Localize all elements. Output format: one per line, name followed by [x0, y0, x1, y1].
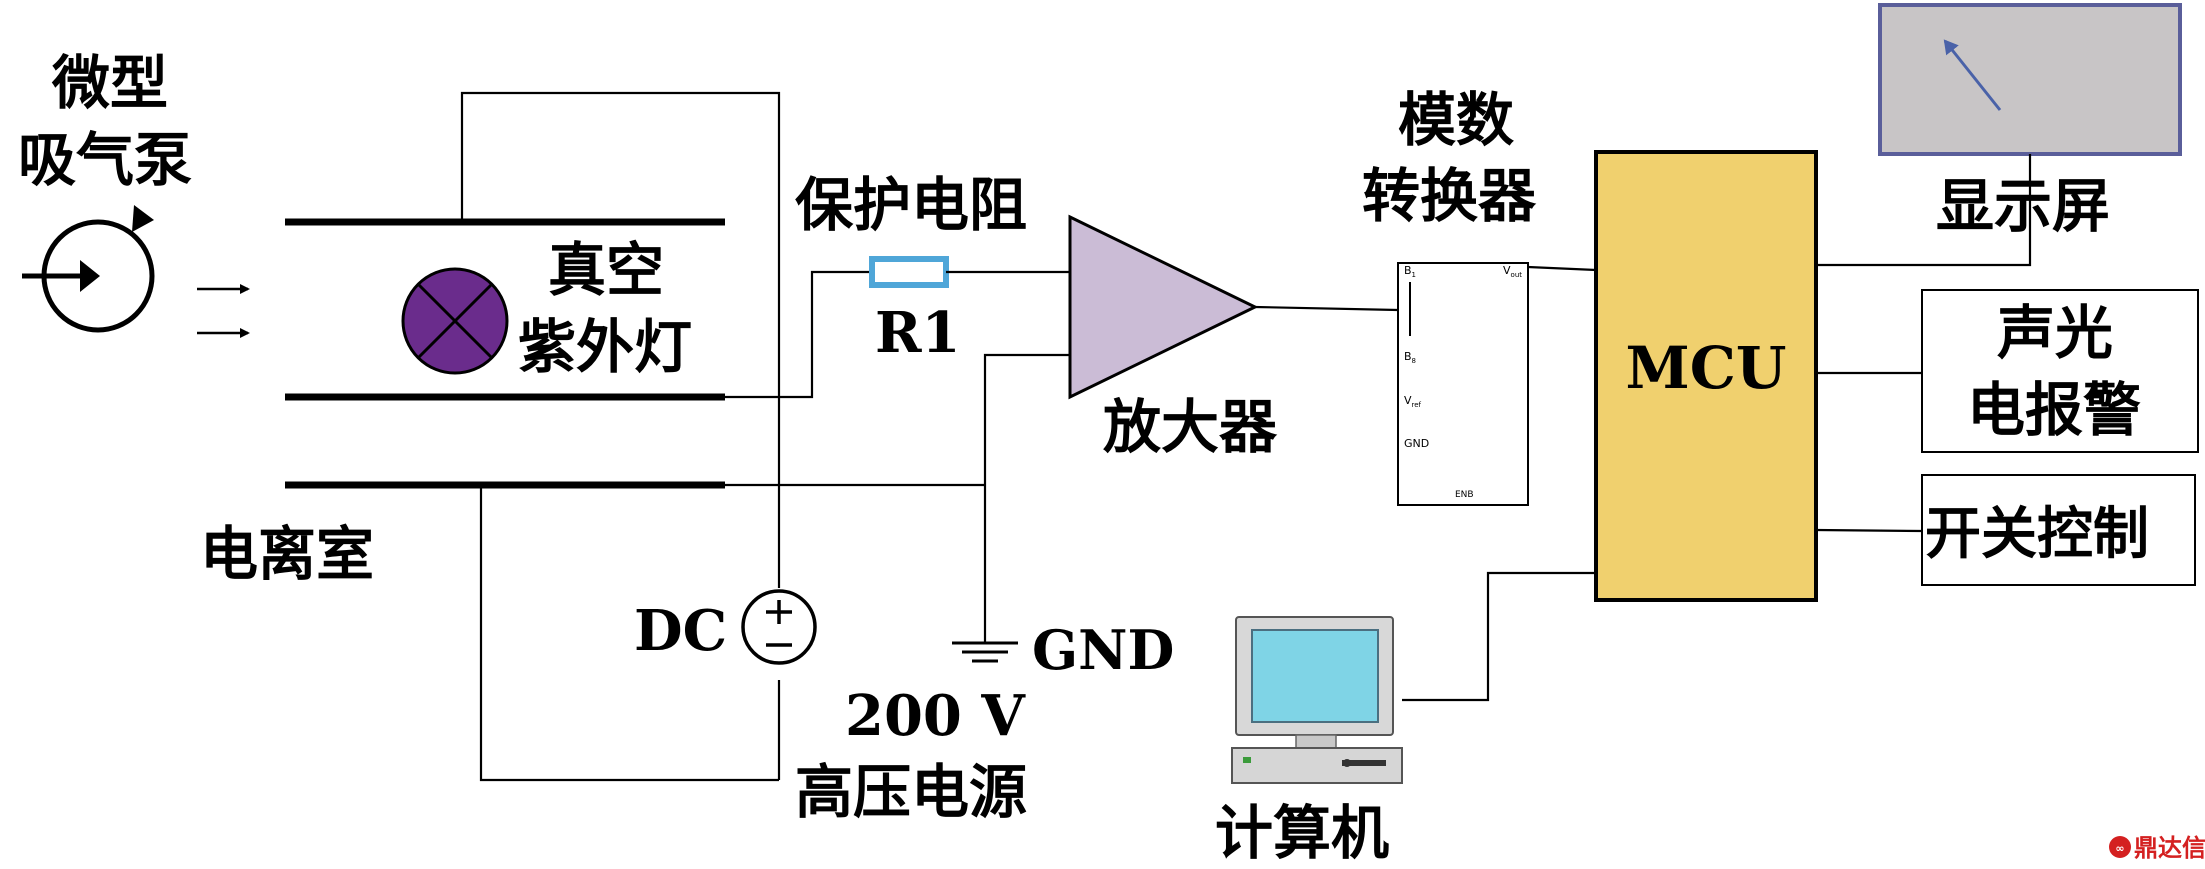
resistor-name: R1 [875, 300, 961, 366]
computer-icon [1231, 616, 1403, 784]
ground-wiring [725, 353, 1070, 643]
dc-source-symbol: DC [634, 598, 727, 664]
watermark-logo-icon: ∞ [2109, 836, 2131, 858]
adc-pin-enb: ENB [1455, 490, 1474, 500]
mcu-label: MCU [1626, 334, 1787, 402]
watermark-text: 鼎达信 [2134, 834, 2205, 862]
adc-pin-b8: B8 [1404, 350, 1416, 365]
computer-label: 计算机 [1215, 799, 1389, 867]
alarm-block [1921, 289, 2199, 453]
hv-wiring [460, 91, 781, 782]
amplifier-label: 放大器 [1103, 393, 1278, 461]
alarm-label-line1: 声光 [1997, 299, 2113, 367]
resistor-title: 保护电阻 [795, 171, 1027, 239]
uv-lamp-label-line2: 紫外灯 [518, 313, 692, 381]
pump-icon [22, 205, 155, 333]
adc-pin-vref: Vref [1404, 394, 1422, 409]
mcu-block [1594, 150, 1818, 602]
ionization-chamber [285, 218, 725, 489]
switch-wire [1815, 528, 1923, 533]
ionization-chamber-label: 电离室 [200, 520, 374, 588]
dc-source-icon [741, 589, 817, 665]
display-wire [1816, 154, 2032, 267]
cursor-arrow-icon [1943, 39, 2002, 111]
switch-control-label: 开关控制 [1925, 501, 2149, 567]
pump-label-line2: 吸气泵 [18, 126, 192, 194]
amplifier-icon [1068, 214, 1259, 400]
display-label: 显示屏 [1936, 172, 2110, 240]
switch-control-block [1921, 474, 2196, 586]
adc-pin-vout: Vout [1503, 264, 1522, 279]
ground-label: GND [1032, 618, 1174, 682]
dc-source-name: 高压电源 [795, 758, 1027, 826]
adc-pin-b1: B1 [1404, 264, 1416, 279]
adc-block [1397, 262, 1529, 506]
alarm-label-line2: 电报警 [1967, 376, 2141, 444]
display-screen [1878, 3, 2182, 156]
signal-wire-plate [725, 270, 872, 399]
computer-wire [1402, 571, 1596, 702]
ground-icon [952, 641, 1018, 663]
svg-text:∞: ∞ [2115, 842, 2124, 855]
uv-lamp-label-line1: 真空 [548, 236, 664, 304]
adc-pin-gnd: GND [1404, 437, 1429, 450]
resistor-r1 [869, 256, 949, 288]
adc-label-line1: 模数 [1398, 86, 1514, 154]
uv-lamp-icon [401, 267, 509, 375]
airflow-arrows [197, 284, 250, 338]
dc-source-voltage: 200 V [845, 683, 1026, 749]
pump-label-line1: 微型 [51, 49, 168, 117]
adc-label-line2: 转换器 [1362, 162, 1537, 230]
